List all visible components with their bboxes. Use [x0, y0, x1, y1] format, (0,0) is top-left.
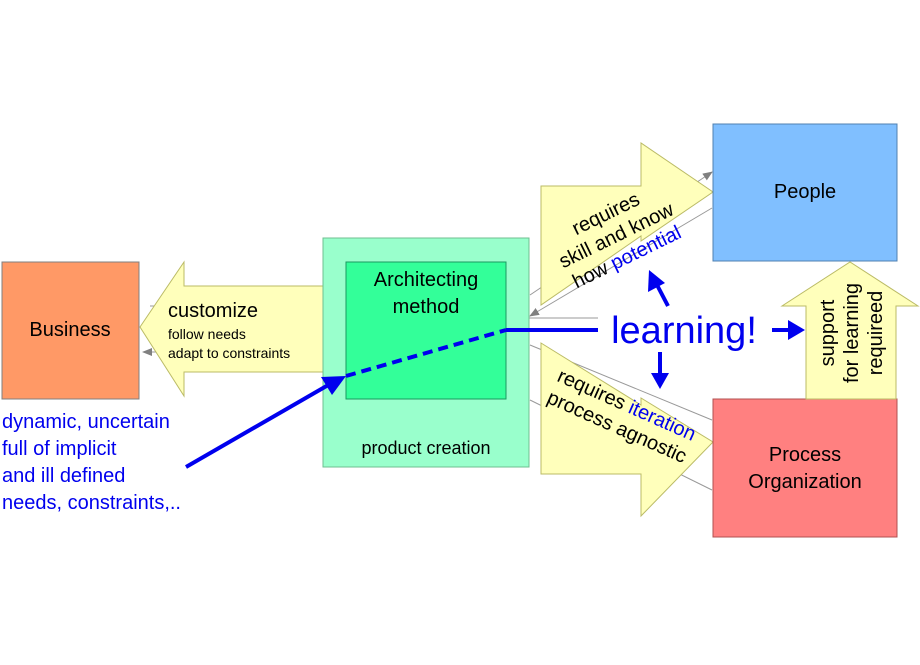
learning-label: learning! — [611, 310, 757, 352]
process-line2: Organization — [748, 471, 861, 493]
support-line3: requireed — [865, 291, 887, 376]
business-note-line2: full of implicit — [2, 438, 117, 460]
skill-arrow — [540, 142, 714, 306]
architecting-dashed-line — [345, 328, 507, 378]
customize-line1: follow needs — [168, 326, 246, 342]
business-note-line1: dynamic, uncertain — [2, 411, 170, 433]
people-box — [712, 123, 898, 262]
support-line2: for learning — [841, 283, 863, 383]
business-note-line3: and ill defined — [2, 465, 125, 487]
business-label: Business — [29, 319, 110, 341]
process-line1: Process — [769, 444, 841, 466]
business-note-arrow-line — [185, 382, 331, 469]
product-creation-caption: product creation — [361, 438, 490, 458]
support-arrow — [780, 261, 920, 400]
process-organization-box — [712, 398, 898, 538]
business-box — [1, 261, 140, 400]
connector-people-product — [529, 207, 713, 317]
learning-to-iteration-arrowhead — [651, 373, 669, 389]
people-label: People — [774, 181, 836, 203]
customize-title: customize — [168, 300, 258, 322]
architecting-line2: method — [393, 296, 460, 318]
architecting-line1: Architecting — [374, 269, 479, 291]
business-note-arrowhead — [321, 376, 346, 395]
learning-to-support-arrowhead — [788, 320, 805, 340]
business-note-line4: needs, constraints,.. — [2, 492, 181, 514]
learning-to-potential-arrowhead — [648, 270, 665, 292]
customize-line2: adapt to constraints — [168, 345, 290, 361]
support-line1: support — [817, 299, 839, 366]
iteration-arrow — [540, 342, 714, 518]
learning-to-potential-line — [654, 282, 670, 307]
